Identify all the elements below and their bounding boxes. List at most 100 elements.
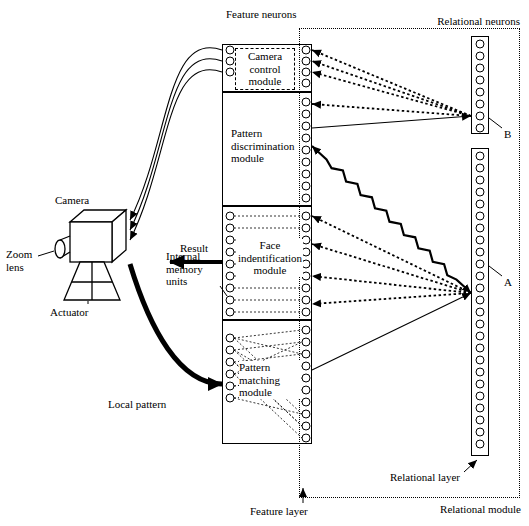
neuron	[226, 394, 234, 402]
neuron	[226, 46, 234, 54]
internal-line	[234, 350, 302, 414]
neuron	[302, 194, 310, 202]
neuron	[476, 248, 484, 256]
neuron	[226, 212, 234, 220]
connector-line	[312, 293, 471, 304]
neuron	[302, 272, 310, 280]
module-box: Pattern matching module	[222, 320, 312, 444]
neuron	[476, 404, 484, 412]
neuron	[302, 326, 310, 334]
neuron	[226, 57, 234, 65]
neuron	[302, 236, 310, 244]
neuron	[476, 320, 484, 328]
neuron	[476, 200, 484, 208]
neuron	[476, 224, 484, 232]
part-label: Feature neurons	[226, 8, 297, 21]
neuron	[226, 296, 234, 304]
neuron	[476, 368, 484, 376]
neuron	[302, 308, 310, 316]
neuron	[226, 272, 234, 280]
neuron	[226, 334, 234, 342]
neuron	[302, 57, 310, 65]
neuron	[302, 386, 310, 394]
neuron	[476, 392, 484, 400]
internal-line	[234, 398, 302, 414]
node-text: Relational module	[440, 503, 521, 516]
neuron-column: Relational neurons	[471, 36, 489, 134]
neuron	[476, 296, 484, 304]
neuron	[476, 100, 484, 108]
neuron	[302, 134, 310, 142]
part-label: Local pattern	[108, 398, 166, 411]
part-label: Actuator	[50, 306, 88, 319]
neuron	[476, 164, 484, 172]
neuron	[302, 338, 310, 346]
neuron	[476, 152, 484, 160]
node-text: Relational neurons	[437, 15, 520, 28]
neuron	[226, 260, 234, 268]
connector	[130, 48, 222, 240]
neuron	[302, 146, 310, 154]
neuron	[302, 224, 310, 232]
neuron	[302, 110, 310, 118]
internal-line	[234, 228, 302, 229]
neuron	[302, 296, 310, 304]
neuron	[476, 188, 484, 196]
neuron	[226, 358, 234, 366]
connector-line	[130, 59, 222, 230]
neuron	[226, 284, 234, 292]
neuron	[302, 79, 310, 87]
neuron	[476, 212, 484, 220]
connector-line	[312, 50, 471, 116]
connector-line	[312, 276, 471, 293]
neuron	[226, 224, 234, 232]
part-label: Zoom lens	[6, 248, 40, 273]
internal-line	[234, 362, 302, 426]
connector	[312, 146, 471, 293]
neuron	[476, 124, 484, 132]
neuron	[476, 52, 484, 60]
neuron	[476, 112, 484, 120]
part-label: Feature layer	[250, 505, 308, 518]
neuron	[476, 380, 484, 388]
neuron	[476, 428, 484, 436]
module-box: Face indentification module	[222, 206, 312, 320]
neuron	[302, 422, 310, 430]
neuron-circles	[226, 40, 484, 448]
connector-line	[312, 146, 471, 293]
neuron	[476, 308, 484, 316]
connector-line	[130, 70, 222, 240]
neuron	[226, 248, 234, 256]
connector-line	[312, 244, 471, 293]
node-text: Pattern discrimination module	[231, 127, 299, 165]
neuron	[476, 272, 484, 280]
connector	[312, 104, 471, 128]
neuron	[226, 370, 234, 378]
module-box: Pattern discrimination module	[222, 92, 312, 206]
neuron	[302, 212, 310, 220]
neuron	[226, 308, 234, 316]
neuron	[476, 344, 484, 352]
relational-module: Relational moduleRelational neuronsRelat…	[299, 28, 520, 498]
connector-line	[312, 116, 471, 128]
neuron	[302, 170, 310, 178]
neuron	[302, 68, 310, 76]
neuron	[302, 362, 310, 370]
module-box: Camera control module	[222, 44, 312, 92]
neuron	[302, 122, 310, 130]
neuron	[302, 98, 310, 106]
neuron	[302, 398, 310, 406]
neuron	[476, 332, 484, 340]
neuron	[476, 284, 484, 292]
part-label: Internal memory units	[166, 250, 220, 288]
internal-line	[234, 288, 302, 289]
neuron	[476, 76, 484, 84]
neuron	[302, 46, 310, 54]
internal-line	[234, 312, 302, 313]
point-label: A	[504, 276, 512, 289]
connector	[312, 216, 471, 304]
camera-drawing	[55, 210, 126, 300]
connector-line	[130, 48, 222, 220]
neuron	[476, 40, 484, 48]
neuron	[302, 248, 310, 256]
